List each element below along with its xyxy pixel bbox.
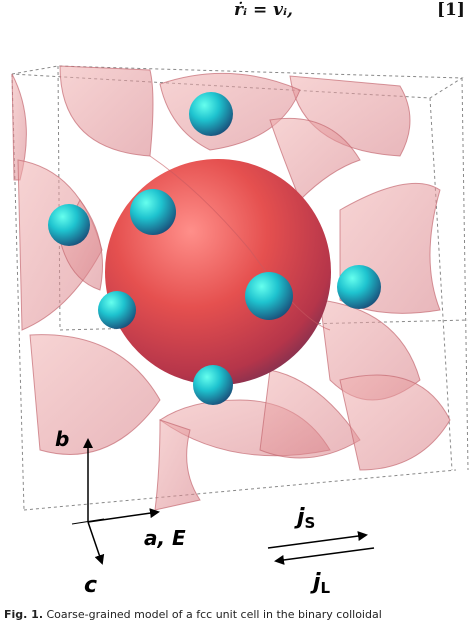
figure-caption: Fig. 1. Coarse-grained model of a fcc un… bbox=[4, 608, 470, 621]
axis-c-arrow bbox=[87, 521, 105, 565]
fcc-unit-cell-figure: b a, E c jS jL bbox=[11, 65, 469, 598]
caption-text: Coarse-grained model of a fcc unit cell … bbox=[46, 608, 382, 621]
small-particle-right-center bbox=[245, 272, 293, 320]
crystal-axes bbox=[71, 438, 160, 565]
small-particle-top bbox=[189, 92, 233, 136]
large-particle bbox=[105, 159, 331, 385]
current-arrows bbox=[267, 531, 375, 565]
small-particle-lower-left bbox=[98, 291, 136, 329]
small-particle-upper-center bbox=[130, 189, 176, 235]
shell-overlay-edge bbox=[149, 155, 331, 331]
axis-a-label: a, E bbox=[144, 526, 186, 550]
equation: ṙᵢ = vᵢ, bbox=[234, 0, 293, 20]
small-particle-bottom bbox=[193, 365, 233, 405]
axis-b-label: b bbox=[55, 427, 69, 451]
jl-arrow bbox=[274, 547, 375, 565]
axis-a-arrow bbox=[87, 508, 160, 523]
shell-fragments bbox=[11, 65, 451, 511]
jl-label: jL bbox=[310, 570, 331, 597]
caption-figure-label: Fig. 1. bbox=[4, 608, 43, 621]
equation-number: [1] bbox=[437, 0, 465, 20]
js-label: jS bbox=[294, 505, 315, 532]
js-arrow bbox=[267, 531, 368, 549]
small-particle-right bbox=[337, 265, 381, 309]
equation-line: ṙᵢ = vᵢ, [1] bbox=[0, 0, 474, 26]
axis-c-label: c bbox=[84, 573, 97, 598]
small-particle-left bbox=[48, 204, 90, 246]
